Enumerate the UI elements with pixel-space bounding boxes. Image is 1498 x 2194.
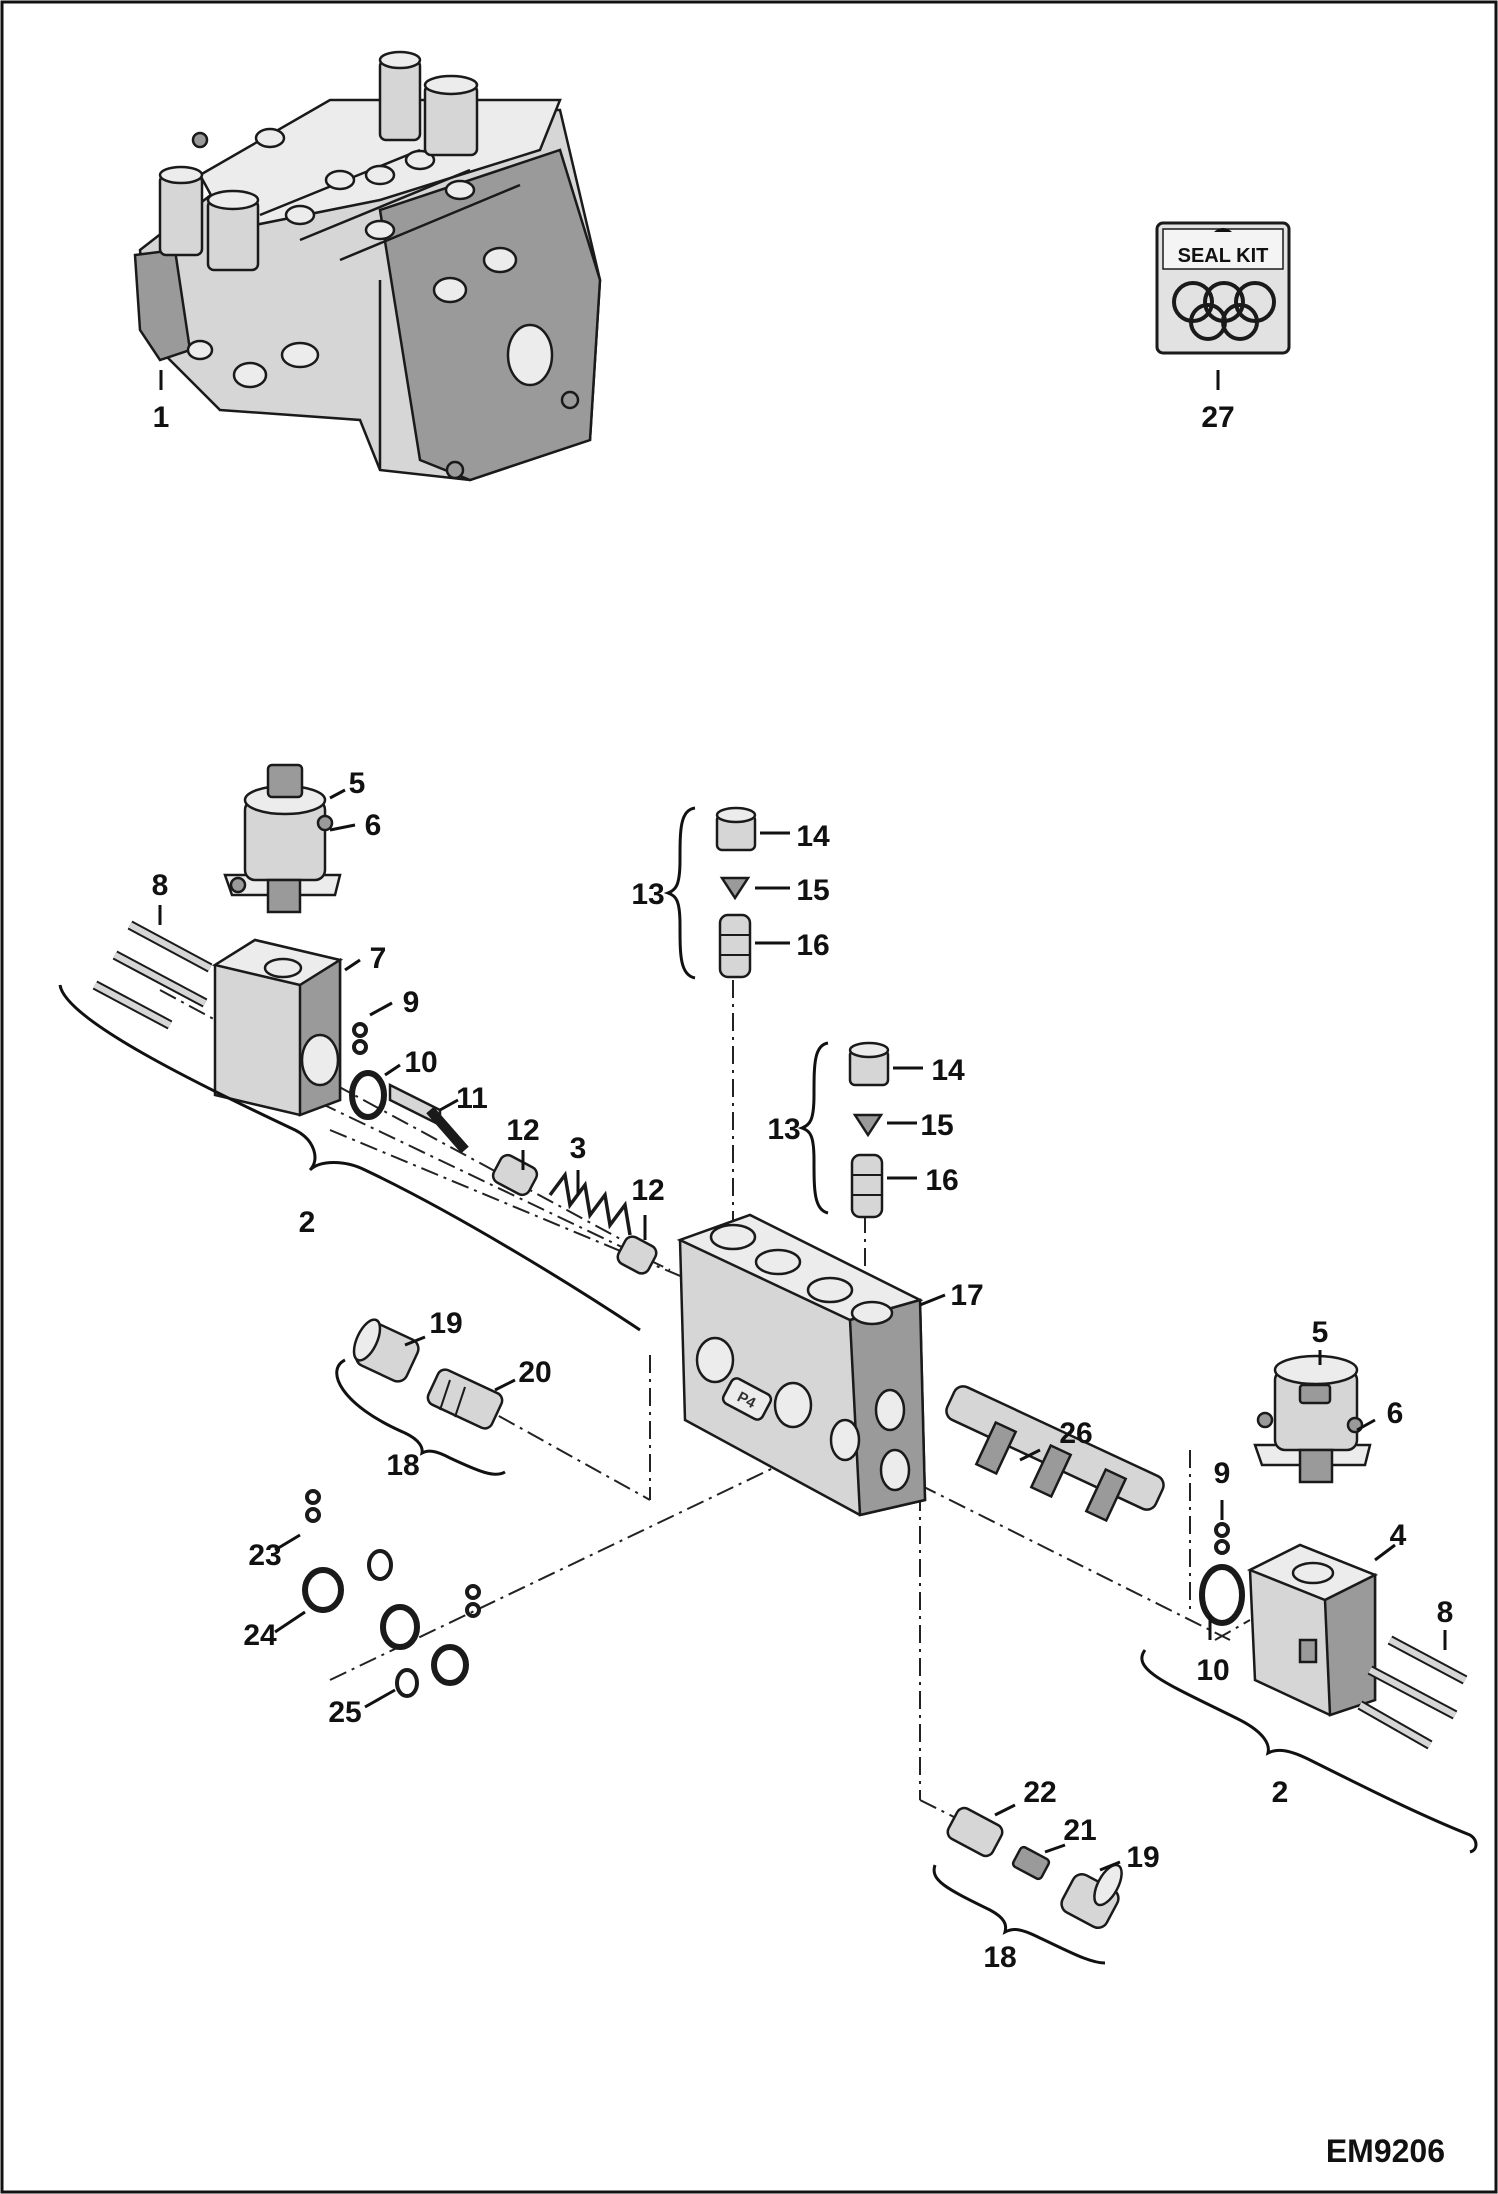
callout-3: 3	[570, 1132, 587, 1165]
callout-13-b: 13	[767, 1113, 800, 1146]
callout-26: 26	[1059, 1417, 1092, 1450]
callout-11: 11	[456, 1082, 488, 1115]
callout-9-left: 9	[403, 986, 420, 1019]
callout-20: 20	[518, 1356, 551, 1389]
callout-19-bottom: 19	[1126, 1841, 1159, 1874]
callout-27: 27	[1201, 401, 1234, 434]
callout-19-left: 19	[429, 1307, 462, 1340]
callout-22: 22	[1023, 1776, 1056, 1809]
callout-5-left: 5	[349, 767, 366, 800]
relief-valve-bottom-illustration	[946, 1806, 1123, 1930]
seal-kit-banner	[1162, 228, 1284, 270]
left-small-orings-illustration	[349, 1022, 387, 1120]
left-bolts-illustration	[92, 920, 213, 1030]
callout-14-a: 14	[796, 820, 830, 853]
callout-18-left: 18	[386, 1449, 419, 1482]
callout-16-b: 16	[925, 1164, 958, 1197]
check-valve-group-b-illustration	[848, 1041, 890, 1219]
callout-18-bottom: 18	[983, 1941, 1016, 1974]
callout-17: 17	[950, 1279, 983, 1312]
callout-15-a: 15	[796, 874, 829, 907]
left-solenoid-illustration	[223, 763, 342, 914]
right-solenoid-illustration	[1253, 1354, 1372, 1484]
seal-rings-illustration	[302, 1489, 481, 1698]
callout-1: 1	[153, 401, 170, 434]
callout-15-b: 15	[920, 1109, 953, 1142]
callout-labels: 1 27 5 6 8 7 9 10 11 12 3 12 2 14 13 15 …	[152, 401, 1454, 1974]
callout-7: 7	[370, 942, 387, 975]
seal-kit-logo	[1214, 228, 1232, 232]
seal-kit-illustration: SEAL KIT	[1155, 221, 1291, 355]
callout-12-right: 12	[631, 1174, 664, 1207]
left-manifold-block-illustration	[211, 938, 344, 1117]
callout-21: 21	[1063, 1814, 1096, 1847]
svg-text:P4: P4	[734, 1389, 759, 1413]
valve-section-body-illustration: P4	[676, 1213, 927, 1517]
group-braces	[58, 806, 1478, 1965]
callout-25: 25	[328, 1696, 361, 1729]
leader-lines	[158, 788, 1447, 1872]
callout-13-a: 13	[631, 878, 664, 911]
spool-parts-illustration	[388, 1082, 658, 1275]
callout-2-right: 2	[1272, 1776, 1289, 1809]
right-manifold-block-illustration	[1246, 1543, 1379, 1717]
valve-assembly-illustration	[133, 50, 602, 482]
callout-12-left: 12	[506, 1114, 539, 1147]
callout-16-a: 16	[796, 929, 829, 962]
callout-4: 4	[1390, 1519, 1407, 1552]
callout-8-left: 8	[152, 869, 169, 902]
seal-kit-label: SEAL KIT	[1178, 245, 1269, 267]
callout-14-b: 14	[931, 1054, 965, 1087]
callout-2-left: 2	[299, 1206, 316, 1239]
callout-23: 23	[248, 1539, 281, 1572]
right-small-orings-illustration	[1199, 1522, 1245, 1626]
callout-6-right: 6	[1387, 1397, 1404, 1430]
callout-9-right: 9	[1214, 1457, 1231, 1490]
callout-10-left: 10	[404, 1046, 437, 1079]
main-spool-illustration	[945, 1385, 1165, 1523]
callout-5-right: 5	[1312, 1316, 1329, 1349]
callout-6-left: 6	[365, 809, 382, 842]
figure-reference: EM9206	[1326, 2133, 1445, 2169]
right-bolts-illustration	[1357, 1635, 1468, 1750]
relief-valve-left-illustration	[352, 1318, 504, 1430]
callout-24: 24	[243, 1619, 277, 1652]
check-valve-group-a-illustration	[715, 806, 757, 979]
callout-10-right: 10	[1196, 1654, 1229, 1687]
callout-8-right: 8	[1437, 1596, 1454, 1629]
